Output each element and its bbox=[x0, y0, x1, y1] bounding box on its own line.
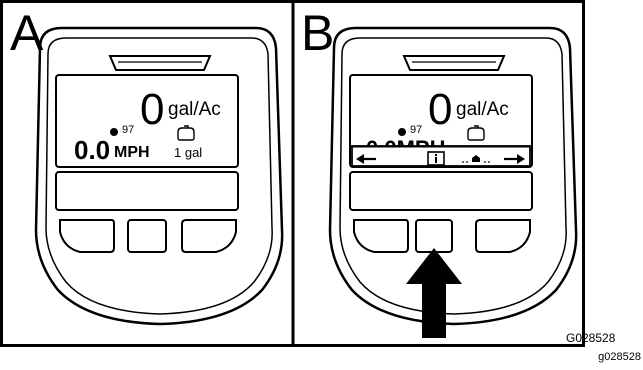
left-arrow-icon bbox=[356, 154, 376, 164]
right-button[interactable] bbox=[181, 219, 237, 253]
lcd-screen bbox=[349, 74, 533, 168]
indicator-dot-icon bbox=[398, 128, 406, 136]
left-button[interactable] bbox=[353, 219, 409, 253]
tank-icon bbox=[177, 125, 195, 141]
device-top-slot bbox=[108, 55, 212, 71]
panel-a-label: A bbox=[10, 5, 44, 61]
panel-b-device bbox=[328, 26, 578, 338]
tank-icon bbox=[467, 125, 485, 141]
rate-unit: gal/Ac bbox=[456, 99, 509, 120]
indicator-number: 97 bbox=[122, 124, 135, 136]
rate-value: 0 bbox=[140, 85, 165, 134]
right-arrow-icon bbox=[504, 154, 525, 164]
center-button[interactable] bbox=[127, 219, 167, 253]
panel-b-label: B bbox=[301, 5, 335, 61]
lcd-screen bbox=[55, 74, 239, 168]
volume-value: 1 gal bbox=[174, 145, 203, 160]
speed-unit: MPH bbox=[114, 144, 150, 161]
lower-window bbox=[55, 171, 239, 211]
center-button[interactable] bbox=[415, 219, 453, 253]
speed-value: 0.0 bbox=[74, 135, 111, 165]
panel-a-device bbox=[34, 26, 284, 326]
info-icon bbox=[427, 151, 445, 166]
left-button[interactable] bbox=[59, 219, 115, 253]
figure-id-inner: G028528 bbox=[566, 331, 616, 345]
indicator-number: 97 bbox=[410, 124, 423, 136]
home-icon bbox=[462, 155, 490, 163]
device-top-slot bbox=[402, 55, 506, 71]
figure-id-outer: g028528 bbox=[598, 351, 641, 363]
lower-window bbox=[349, 171, 533, 211]
rate-value: 0 bbox=[428, 85, 453, 134]
callout-arrow-icon bbox=[406, 248, 462, 338]
right-button[interactable] bbox=[475, 219, 531, 253]
indicator-dot-icon bbox=[110, 128, 118, 136]
rate-unit: gal/Ac bbox=[168, 99, 221, 120]
